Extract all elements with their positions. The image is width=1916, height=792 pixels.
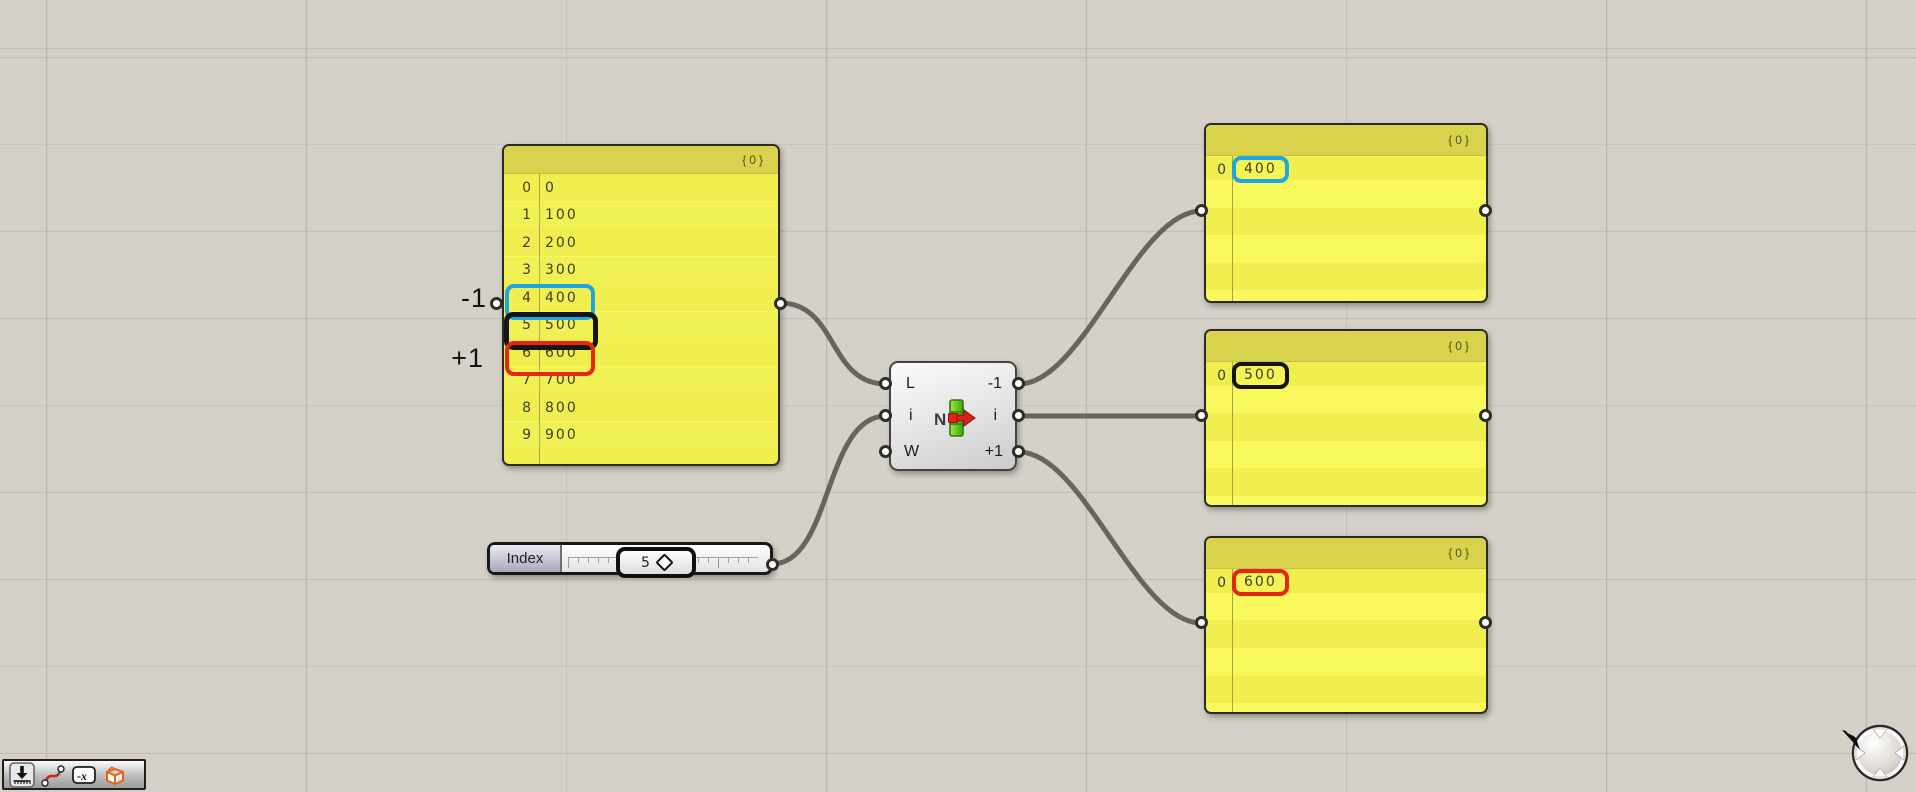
result-panel-next-input-nub[interactable] xyxy=(1195,616,1208,629)
canvas-toolbar: -x xyxy=(2,759,146,790)
panel-path-label: {0} xyxy=(1206,331,1486,362)
wire-slider-to-i[interactable] xyxy=(769,413,889,567)
result-value: 400 xyxy=(1232,156,1289,183)
input-label-L: L xyxy=(906,375,915,392)
result-panel-current-output-nub[interactable] xyxy=(1479,409,1492,422)
component-output-minus1-nub[interactable] xyxy=(1012,377,1025,390)
orientation-flag-icon xyxy=(1842,730,1860,750)
result-value: 600 xyxy=(1232,569,1289,596)
annotation-plus-one: +1 xyxy=(451,343,484,373)
panel-path-label: {0} xyxy=(1206,538,1486,569)
expression-icon[interactable]: -x xyxy=(71,762,97,788)
highlight-box-current-item xyxy=(504,312,598,350)
box-icon[interactable] xyxy=(102,762,128,788)
slider-name-label: Index xyxy=(490,545,562,572)
index-number-slider[interactable]: Index 5 xyxy=(487,542,773,578)
result-panel-next[interactable]: {0} 0 600 xyxy=(1204,536,1488,714)
svg-text:N: N xyxy=(934,410,946,429)
wire-minus1-to-panel[interactable] xyxy=(1016,208,1204,387)
slider-knob-diamond-icon[interactable] xyxy=(655,553,674,572)
component-output-plus1-nub[interactable] xyxy=(1012,445,1025,458)
list-neighbours-icon: N xyxy=(934,399,976,437)
panel-path-label: {0} xyxy=(504,146,778,174)
list-item: 0 500 xyxy=(1206,362,1289,389)
highlight-box-previous-item xyxy=(505,284,595,320)
result-panel-previous[interactable]: {0} 0 400 xyxy=(1204,123,1488,303)
output-label-plus1: +1 xyxy=(984,443,1003,460)
list-item: 0 600 xyxy=(1206,569,1289,596)
annotation-minus-one: -1 xyxy=(460,283,487,313)
slider-grip[interactable]: 5 xyxy=(616,547,696,578)
result-value: 500 xyxy=(1232,362,1289,389)
svg-text:-x: -x xyxy=(77,769,87,783)
highlight-box-next-item xyxy=(505,341,595,376)
component-input-W-nub[interactable] xyxy=(879,445,892,458)
place-widget-icon[interactable] xyxy=(9,761,35,788)
result-panel-previous-input-nub[interactable] xyxy=(1195,204,1208,217)
wire-panel-to-L[interactable] xyxy=(777,300,889,387)
output-label-minus1: -1 xyxy=(987,375,1002,392)
result-panel-current[interactable]: {0} 0 500 xyxy=(1204,329,1488,507)
curve-icon[interactable] xyxy=(40,762,66,788)
result-panel-current-input-nub[interactable] xyxy=(1195,409,1208,422)
input-label-W: W xyxy=(904,443,920,460)
list-item: 0 400 xyxy=(1206,156,1289,183)
source-panel-output-nub[interactable] xyxy=(774,297,787,310)
slider-output-nub[interactable] xyxy=(766,558,779,571)
output-label-i: i xyxy=(993,407,997,424)
component-output-i-nub[interactable] xyxy=(1012,409,1025,422)
result-panel-next-output-nub[interactable] xyxy=(1479,616,1492,629)
view-navigation-ball[interactable] xyxy=(1849,722,1911,784)
list-neighbours-component[interactable]: L i W -1 i +1 N xyxy=(889,361,1017,471)
source-panel-input-nub[interactable] xyxy=(490,297,503,310)
panel-path-label: {0} xyxy=(1206,125,1486,156)
component-input-L-nub[interactable] xyxy=(879,377,892,390)
slider-value: 5 xyxy=(641,554,650,571)
input-label-i: i xyxy=(909,407,913,424)
wire-plus1-to-panel[interactable] xyxy=(1016,449,1204,626)
component-input-i-nub[interactable] xyxy=(879,409,892,422)
result-panel-previous-output-nub[interactable] xyxy=(1479,204,1492,217)
